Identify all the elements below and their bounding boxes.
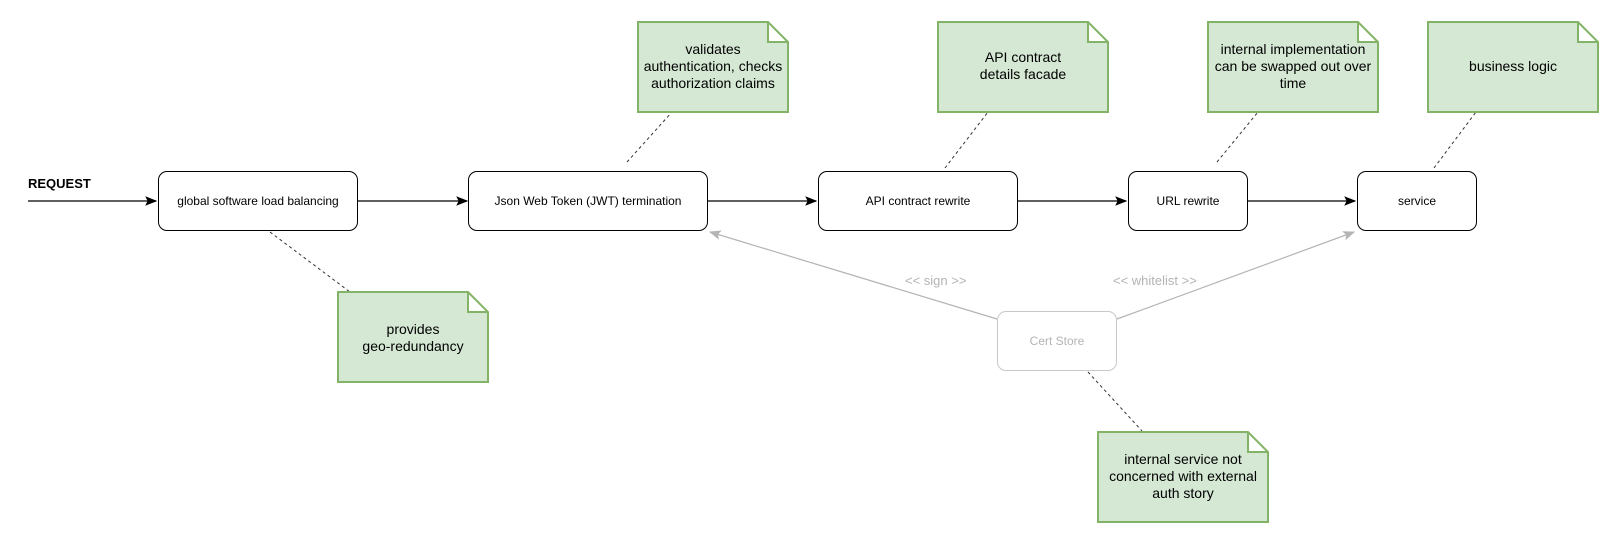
note-line: API contract: [984, 49, 1062, 65]
note-line: authorization claims: [651, 75, 775, 91]
note-business-logic: business logic: [1427, 21, 1599, 113]
note-link-jwt: [626, 111, 673, 163]
note-geo-redundancy: provides geo-redundancy: [337, 291, 489, 383]
arrow-cert-jwt: [708, 230, 998, 320]
edge-label-sign: << sign >>: [905, 273, 967, 288]
note-link-api: [944, 111, 989, 169]
note-link-url: [1216, 111, 1259, 163]
note-line: validates: [685, 41, 741, 57]
note-api-facade: API contract details facade: [937, 21, 1109, 113]
step-load-balancing[interactable]: global software load balancing: [158, 171, 358, 231]
note-line: concerned with external: [1109, 468, 1257, 484]
edge-label-whitelist: << whitelist >>: [1113, 273, 1197, 288]
note-line: business logic: [1469, 58, 1557, 74]
step-api-contract-rewrite[interactable]: API contract rewrite: [818, 171, 1018, 231]
note-line: auth story: [1152, 485, 1214, 501]
note-link-lb: [269, 231, 351, 293]
note-link-svc: [1433, 111, 1477, 169]
note-line: internal implementation: [1220, 41, 1366, 57]
note-line: internal service not: [1124, 451, 1242, 467]
step-jwt-termination[interactable]: Json Web Token (JWT) termination: [468, 171, 708, 231]
arrow-cert-svc: [1116, 231, 1356, 320]
note-line: geo-redundancy: [362, 338, 464, 354]
step-url-rewrite[interactable]: URL rewrite: [1128, 171, 1248, 231]
note-line: time: [1279, 75, 1307, 91]
note-cert-store: internal service not concerned with exte…: [1097, 431, 1269, 523]
note-line: provides: [386, 321, 440, 337]
note-line: details facade: [979, 66, 1067, 82]
note-internal-implementation: internal implementation can be swapped o…: [1207, 21, 1379, 113]
note-validates-auth: validates authentication, checks authori…: [637, 21, 789, 113]
step-service[interactable]: service: [1357, 171, 1477, 231]
cert-store[interactable]: Cert Store: [997, 311, 1117, 371]
note-line: authentication, checks: [643, 58, 783, 74]
note-line: can be swapped out over: [1214, 58, 1372, 74]
request-label: REQUEST: [28, 176, 91, 191]
note-link-cert: [1087, 371, 1143, 432]
